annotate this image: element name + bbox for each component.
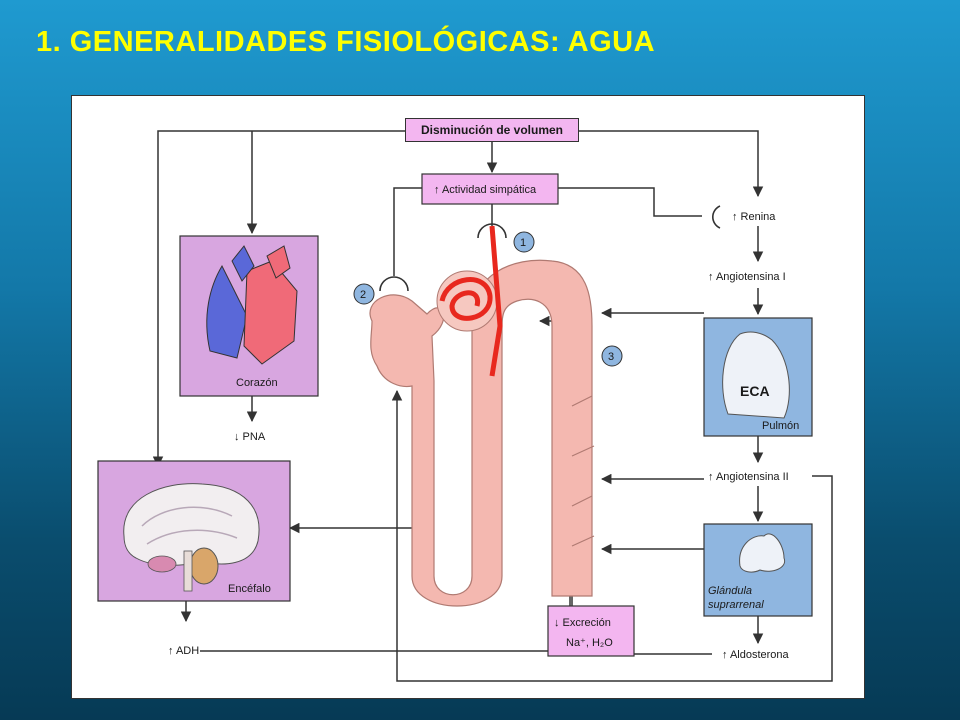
- excretion-line2: Na⁺, H₂O: [566, 637, 613, 649]
- heart-label: Corazón: [236, 377, 278, 389]
- pna-label: ↓ PNA: [234, 431, 266, 443]
- svg-text:1: 1: [520, 237, 526, 249]
- svg-text:2: 2: [360, 289, 366, 301]
- adrenal-line2: suprarrenal: [708, 599, 764, 611]
- sympathetic-label: ↑ Actividad simpática: [434, 184, 537, 196]
- diagram-panel: Corazón ↓ PNA Encéfalo ↑ ADH ↑ Actividad…: [71, 95, 865, 699]
- angiotensin2-label: ↑ Angiotensina II: [708, 471, 789, 483]
- nephron: [369, 225, 595, 607]
- excretion-box: [547, 605, 635, 657]
- aldosterone-label: ↑ Aldosterona: [722, 649, 790, 661]
- adrenal-line1: Glándula: [708, 585, 752, 597]
- fluid-regulation-diagram: Corazón ↓ PNA Encéfalo ↑ ADH ↑ Actividad…: [97, 130, 833, 682]
- marker-3: 3: [601, 345, 623, 367]
- volume-decrease-label: Disminución de volumen: [405, 118, 579, 142]
- heart-box: [179, 235, 319, 397]
- adh-label: ↑ ADH: [168, 645, 199, 657]
- receptor-symbols: [379, 205, 721, 292]
- renin-label: ↑ Renina: [732, 211, 776, 223]
- lung-label: Pulmón: [762, 420, 799, 432]
- sympathetic-box: [421, 173, 559, 205]
- lung-box: [703, 317, 813, 437]
- marker-1: 1: [513, 231, 535, 253]
- adrenal-box: [703, 523, 813, 617]
- excretion-line1: ↓ Excreción: [554, 617, 611, 629]
- brain-label: Encéfalo: [228, 583, 271, 595]
- brain-box: [97, 460, 291, 602]
- marker-2: 2: [353, 283, 375, 305]
- slide-title: 1. GENERALIDADES FISIOLÓGICAS: AGUA: [36, 26, 656, 58]
- eca-label: ECA: [740, 383, 770, 399]
- angiotensin1-label: ↑ Angiotensina I: [708, 271, 786, 283]
- svg-text:3: 3: [608, 351, 614, 363]
